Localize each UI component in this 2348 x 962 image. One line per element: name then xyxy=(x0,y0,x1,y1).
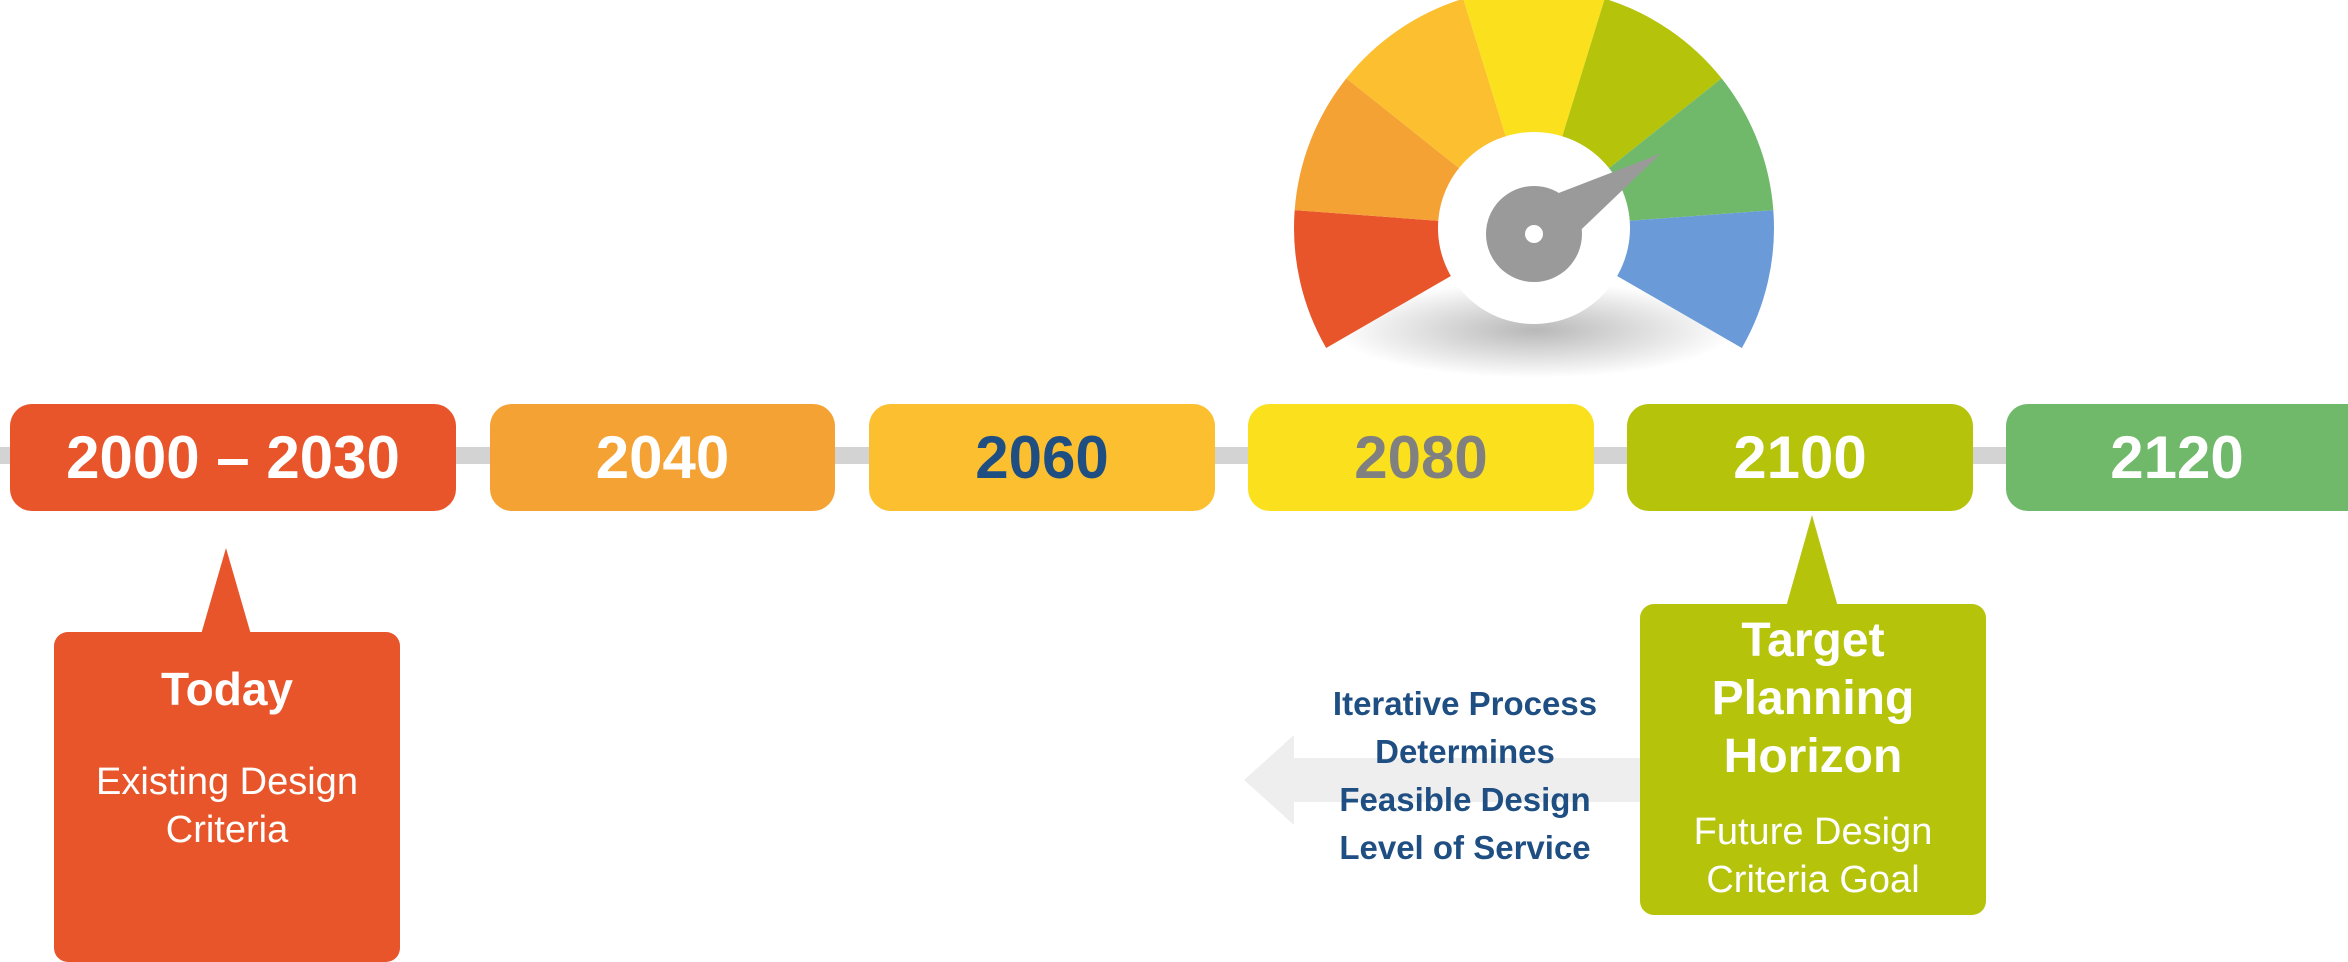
gauge-shadow xyxy=(1335,282,1735,378)
year-label: 2120 xyxy=(2110,424,2244,491)
year-label: 2040 xyxy=(595,424,730,491)
year-label: 2080 xyxy=(1354,424,1488,491)
target-subtitle-line2: Criteria Goal xyxy=(1706,859,1920,901)
timeline-year-2080: 2080 xyxy=(1248,404,1594,511)
iterative-process-note: Iterative Process Determines Feasible De… xyxy=(1300,680,1630,872)
iterative-line3: Feasible Design xyxy=(1339,781,1591,818)
target-title-line2: Planning xyxy=(1711,672,1915,725)
timeline-year-2120: 2120 xyxy=(2006,404,2348,511)
today-callout-pointer xyxy=(200,548,252,638)
today-subtitle-line1: Existing Design xyxy=(96,761,358,803)
timeline-year-2040: 2040 xyxy=(490,404,835,511)
target-title-line3: Horizon xyxy=(1723,730,1903,783)
timeline-year-2100: 2100 xyxy=(1627,404,1973,511)
target-callout-pointer xyxy=(1786,515,1838,607)
year-label: 2000 – 2030 xyxy=(66,424,400,491)
target-subtitle: Future Design Criteria Goal xyxy=(1640,808,1986,904)
timeline-year-2060: 2060 xyxy=(869,404,1215,511)
year-label: 2060 xyxy=(975,424,1109,491)
iterative-line4: Level of Service xyxy=(1339,829,1591,866)
gauge-segment xyxy=(1463,0,1605,190)
target-title: Target Planning Horizon xyxy=(1640,612,1986,786)
today-subtitle-line2: Criteria xyxy=(165,809,289,851)
today-callout: Today Existing Design Criteria xyxy=(54,632,400,962)
target-subtitle-line1: Future Design xyxy=(1693,811,1933,853)
target-planning-horizon-callout: Target Planning Horizon Future Design Cr… xyxy=(1640,604,1986,915)
iterative-line1: Iterative Process xyxy=(1332,685,1598,722)
left-arrow-icon xyxy=(1244,735,1664,825)
year-label: 2100 xyxy=(1733,424,1867,491)
today-subtitle: Existing Design Criteria xyxy=(54,758,400,854)
timeline-year-2000-2030: 2000 – 2030 xyxy=(10,404,456,511)
iterative-line2: Determines xyxy=(1375,733,1555,770)
gauge-needle-pin xyxy=(1525,225,1543,243)
today-title: Today xyxy=(160,663,294,715)
gauge-graphic xyxy=(1294,0,1774,378)
target-title-line1: Target xyxy=(1741,614,1885,667)
